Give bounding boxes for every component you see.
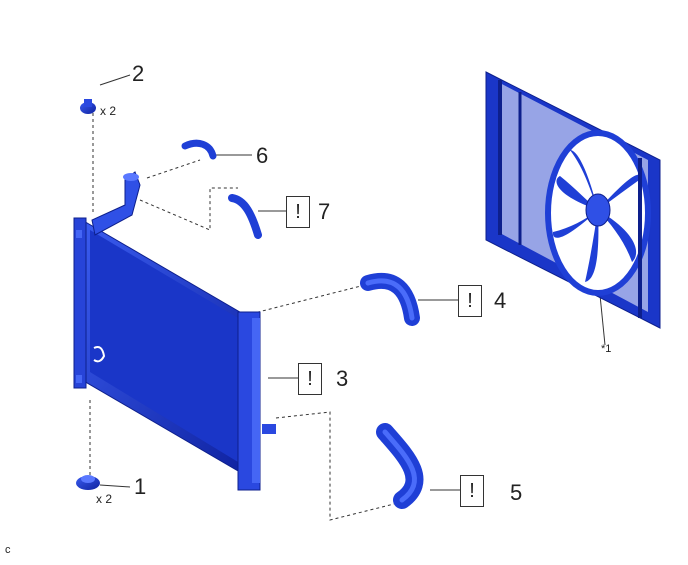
- callout-1: 1: [134, 474, 147, 499]
- callout-7: 7: [318, 199, 331, 224]
- reservoir-hose: [181, 139, 217, 160]
- leader-lines: [89, 74, 606, 521]
- warning-box-5: !: [460, 475, 484, 507]
- radiator-support-cushion-lower: [76, 475, 100, 490]
- warning-box-7: !: [286, 196, 310, 228]
- warning-box-4: !: [458, 285, 482, 317]
- quantity-label-2: x 2: [100, 104, 117, 118]
- callout-3: 3: [336, 366, 349, 391]
- callout-5: 5: [510, 480, 523, 505]
- corner-label: c: [5, 544, 11, 556]
- radiator-hose-lower: [376, 423, 424, 509]
- warning-box-3: !: [298, 363, 322, 395]
- bypass-hose: [228, 194, 262, 239]
- radiator-assembly: [73, 171, 276, 491]
- radiator-hose-upper: [360, 272, 420, 326]
- quantity-label-1: x 2: [96, 492, 113, 506]
- radiator-support-cushion-upper: [80, 99, 96, 114]
- fan-note-label: *1: [601, 343, 612, 355]
- callout-6: 6: [256, 143, 269, 168]
- callout-2: 2: [132, 61, 145, 86]
- callout-4: 4: [494, 288, 507, 313]
- cooling-fan-assembly: [485, 71, 661, 329]
